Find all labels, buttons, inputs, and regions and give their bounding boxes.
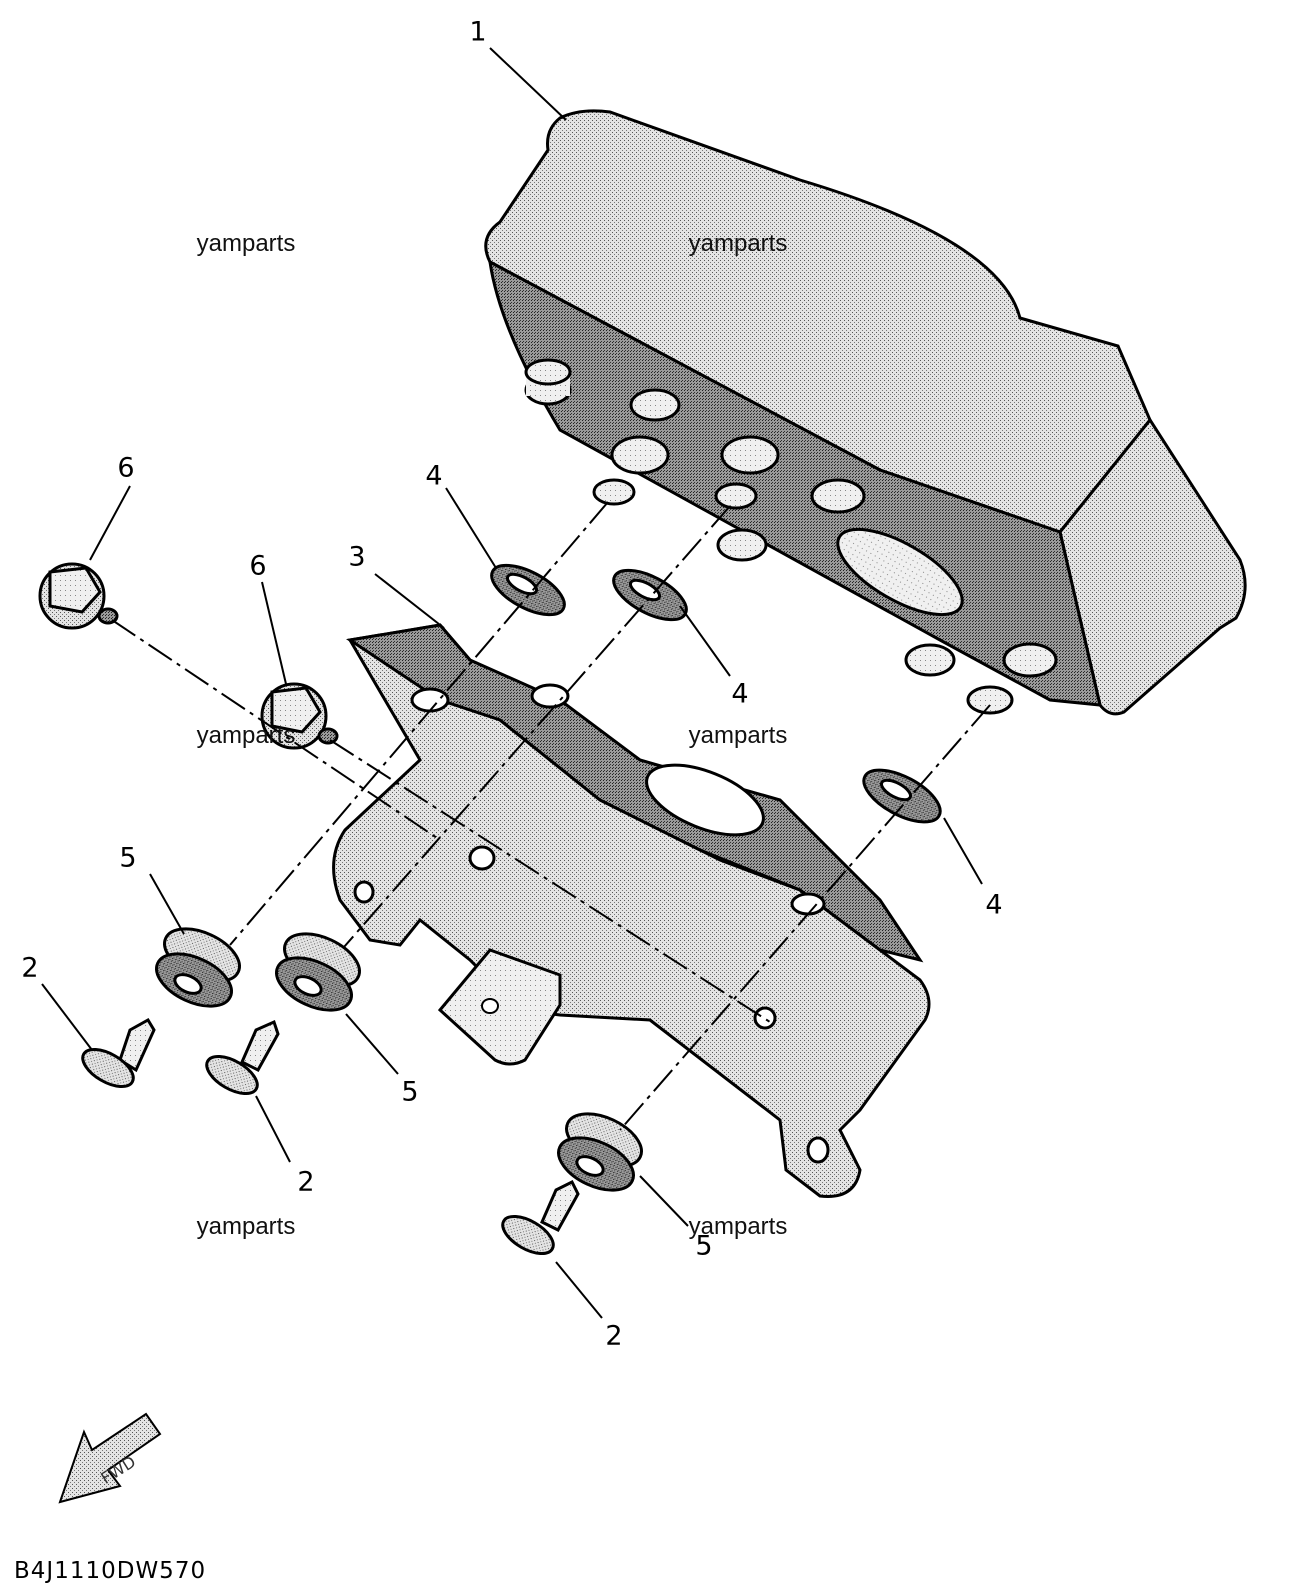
watermark: yamparts (196, 1213, 296, 1240)
bolts-2 (81, 1017, 580, 1256)
callout-6-bolt-a: 6 (117, 452, 135, 484)
bolt-6a (38, 562, 119, 630)
meter-assembly (484, 109, 1247, 716)
grommet-c (557, 1112, 643, 1192)
callout-4-washer-b: 4 (731, 678, 749, 710)
washer-a (490, 563, 566, 617)
callout-2-bolt-b: 2 (297, 1166, 315, 1198)
callout-5-grommet-a: 5 (119, 842, 137, 874)
washer-b (612, 568, 688, 622)
watermark: yamparts (196, 230, 296, 257)
grommets (155, 927, 643, 1192)
watermark: yamparts (196, 722, 296, 749)
drawing-code: B4J1110DW570 (14, 1558, 207, 1584)
callout-2-bolt-c: 2 (605, 1320, 623, 1352)
fwd-arrow-icon: FWD (58, 1412, 162, 1504)
washer-c (862, 768, 942, 824)
bolt-2a (81, 1017, 156, 1089)
callout-6-bolt-b: 6 (249, 550, 267, 582)
assembly-centerlines (111, 501, 991, 1131)
bolt-2b (205, 1019, 280, 1096)
watermark: yamparts (688, 722, 788, 749)
leader-lines (41, 47, 983, 1319)
bolt-2c (501, 1179, 580, 1256)
grommet-b (275, 932, 361, 1012)
callout-1-meter: 1 (469, 16, 487, 48)
callout-2-bolt-a: 2 (21, 952, 39, 984)
callout-5-grommet-b: 5 (401, 1076, 419, 1108)
grommet-a (155, 927, 241, 1008)
watermark: yamparts (688, 230, 788, 257)
callout-4-washer-a: 4 (425, 460, 443, 492)
watermark: yamparts (688, 1213, 788, 1240)
bolts-6 (38, 562, 339, 750)
callout-3-bracket: 3 (348, 541, 366, 573)
callout-5-grommet-c: 5 (695, 1230, 713, 1262)
meter-bracket (332, 623, 931, 1198)
washers (490, 563, 942, 824)
callout-4-washer-c: 4 (985, 889, 1003, 921)
